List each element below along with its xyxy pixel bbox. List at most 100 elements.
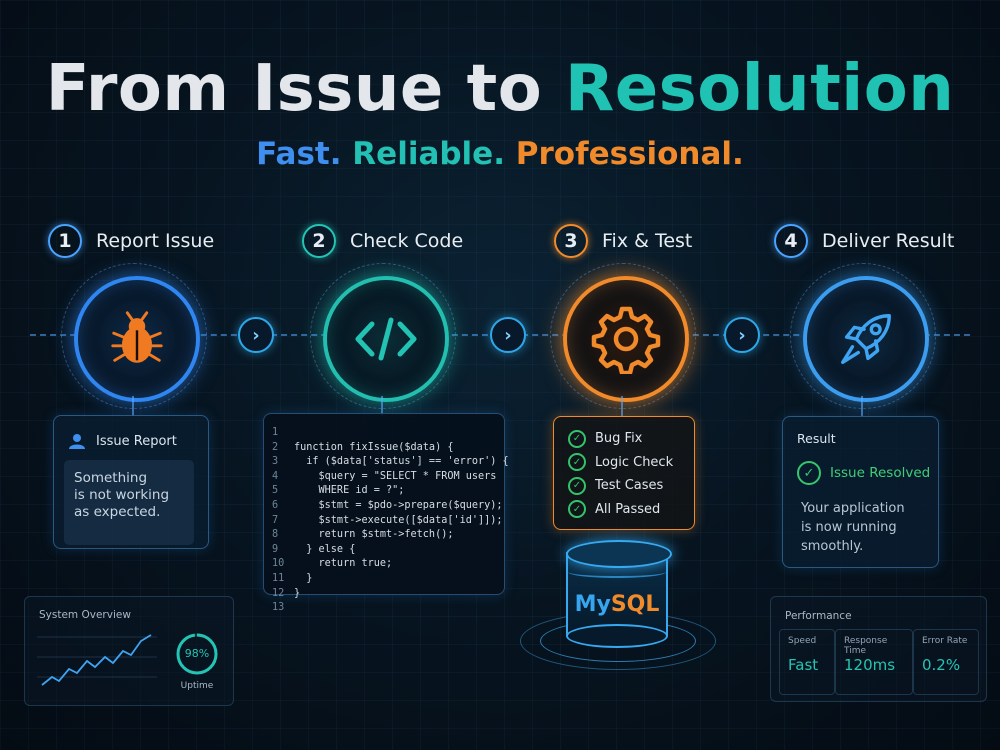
code-line-number: 8 <box>272 529 279 541</box>
step-3-link <box>621 396 623 416</box>
checklist-item: ✓ Test Cases <box>568 474 673 498</box>
checklist-item-label: Bug Fix <box>595 431 643 447</box>
title-part-1: From Issue to <box>45 52 543 126</box>
result-message: Your application is now running smoothly… <box>801 499 905 556</box>
metric-speed-label: Speed <box>788 636 817 646</box>
code-line-number: 5 <box>272 485 279 497</box>
check-circle-icon: ✓ <box>568 429 586 448</box>
resolved-status: ✓ Issue Resolved <box>797 461 930 485</box>
code-line: 10 return true; <box>272 557 509 572</box>
step-3-header: 3 Fix & Test <box>554 224 692 258</box>
metric-error-value: 0.2% <box>922 656 961 674</box>
metric-error-label: Error Rate <box>922 636 968 646</box>
metric-response-label: Response Time <box>844 636 888 656</box>
code-line-text: return $stmt->fetch(); <box>294 529 454 541</box>
check-circle-icon: ✓ <box>568 500 586 519</box>
issue-message-line-3: as expected. <box>74 504 161 520</box>
code-line-text: } else { <box>294 543 356 555</box>
checklist-item: ✓ Bug Fix <box>568 427 673 451</box>
uptime-gauge <box>176 633 218 675</box>
code-line: 8 return $stmt->fetch(); <box>272 528 509 543</box>
code-line: 13 <box>272 601 509 616</box>
tagline-fast: Fast. <box>256 136 342 172</box>
database-label-sql: SQL <box>610 592 660 617</box>
code-line-number: 4 <box>272 470 279 482</box>
result-message-line-1: Your application <box>801 501 905 516</box>
rocket-icon <box>841 314 891 364</box>
step-1-link <box>132 396 134 416</box>
step-4-ring <box>803 276 929 402</box>
step-3-halo <box>550 263 696 409</box>
step-3-number: 3 <box>554 224 588 258</box>
metric-speed-value: Fast <box>788 656 819 674</box>
code-line-number: 1 <box>272 427 279 438</box>
code-line: 5 WHERE id = ?"; <box>272 484 509 499</box>
bug-icon <box>111 311 163 363</box>
issue-message-line-2: is not working <box>74 487 170 503</box>
tagline-reliable: Reliable. <box>352 136 505 172</box>
code-line-text: if ($data['status'] == 'error') { <box>294 456 509 468</box>
code-line: 1 <box>272 426 509 441</box>
code-line-number: 2 <box>272 441 279 453</box>
checklist-item-label: Test Cases <box>595 478 664 494</box>
code-line-number: 9 <box>272 543 279 555</box>
step-1-header: 1 Report Issue <box>48 224 214 258</box>
next-arrow-1[interactable]: › <box>238 317 274 353</box>
performance-title: Performance <box>785 610 852 622</box>
issue-report-card: Issue Report Something is not working as… <box>53 415 209 549</box>
code-line: 4 $query = "SELECT * FROM users <box>272 470 509 485</box>
title-part-2: Resolution <box>564 52 955 126</box>
step-1-label: Report Issue <box>96 230 215 252</box>
step-2-header: 2 Check Code <box>302 224 463 258</box>
step-4-header: 4 Deliver Result <box>774 224 954 258</box>
code-line-number: 7 <box>272 514 279 526</box>
code-line-number: 3 <box>272 456 279 468</box>
uptime-value: 98% <box>184 647 210 660</box>
database-band-1 <box>568 566 666 578</box>
metric-speed: Speed Fast <box>779 629 835 695</box>
next-arrow-2[interactable]: › <box>490 317 526 353</box>
result-message-line-3: smoothly. <box>801 539 864 554</box>
code-line-number: 12 <box>272 587 285 599</box>
page-title: From Issue to Resolution <box>0 52 1000 126</box>
code-line-text: } <box>294 572 313 584</box>
next-arrow-3[interactable]: › <box>724 317 760 353</box>
step-3-ring <box>563 276 689 402</box>
result-message-line-2: is now running <box>801 520 897 535</box>
test-checklist-card: ✓ Bug Fix ✓ Logic Check ✓ Test Cases ✓All Pass… <box>553 416 695 530</box>
metric-error-rate: Error Rate 0.2% <box>913 629 979 695</box>
checklist-item: ✓All Passed <box>568 498 673 522</box>
issue-report-title: Issue Report <box>96 433 177 449</box>
metric-response-time: Response Time 120ms <box>835 629 913 695</box>
code-line-text: function fixIssue($data) { <box>294 441 454 453</box>
code-line: 2 function fixIssue($data) { <box>272 441 509 456</box>
code-line-text: WHERE id = ?"; <box>294 485 405 497</box>
result-title: Result <box>797 431 836 446</box>
mysql-database: MySQL <box>566 540 672 648</box>
database-bottom <box>566 624 668 648</box>
check-circle-icon: ✓ <box>568 453 586 472</box>
uptime-label: Uptime <box>180 681 214 691</box>
step-4-link <box>861 396 863 416</box>
result-card: Result ✓ Issue Resolved Your application… <box>782 416 939 568</box>
checklist: ✓ Bug Fix ✓ Logic Check ✓ Test Cases ✓All Pass… <box>568 427 673 521</box>
checklist-item-label: Logic Check <box>595 454 674 470</box>
step-1-halo <box>61 263 207 409</box>
code-line-text: $query = "SELECT * FROM users <box>294 470 497 482</box>
code-line-number: 11 <box>272 572 285 584</box>
code-line-number: 10 <box>272 558 285 570</box>
code-line: 11 } <box>272 572 509 587</box>
issue-message-line-1: Something <box>74 470 148 486</box>
resolved-text: Issue Resolved <box>830 465 931 481</box>
step-2-number: 2 <box>302 224 336 258</box>
database-label: MySQL <box>566 592 668 617</box>
code-line: 7 $stmt->execute([$data['id']]); <box>272 514 509 529</box>
issue-report-header: Issue Report <box>68 432 177 450</box>
code-line-text: $stmt = $pdo->prepare($query); <box>294 499 503 511</box>
performance-panel: Performance Speed Fast Response Time 120… <box>770 596 987 702</box>
step-4-halo <box>790 263 936 409</box>
user-icon <box>69 434 85 449</box>
step-2-link <box>381 396 383 416</box>
check-circle-icon: ✓ <box>568 476 586 495</box>
